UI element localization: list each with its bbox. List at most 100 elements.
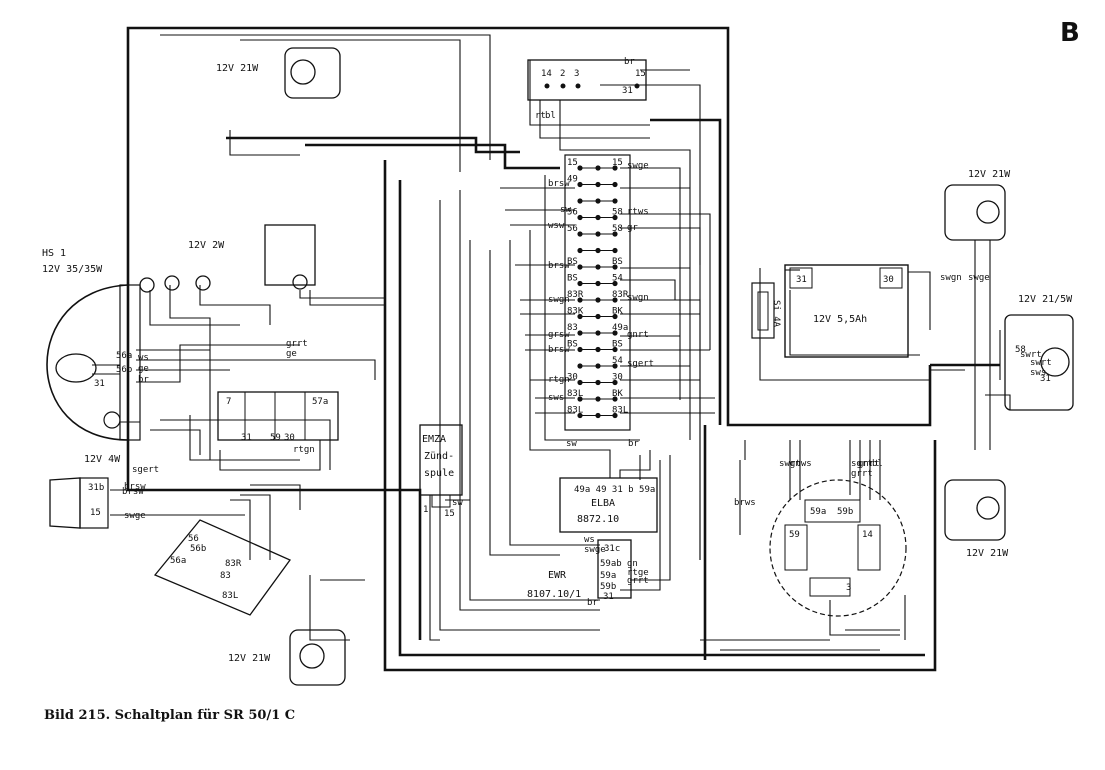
wire-color-label: wsw bbox=[548, 221, 565, 231]
strip-left-label: 49 bbox=[567, 175, 578, 185]
strip-right-label: 83L bbox=[612, 406, 628, 416]
wire-color-label: grsw bbox=[548, 330, 570, 340]
ewr-title: EWR bbox=[548, 570, 567, 581]
wire-color-label: gnrt bbox=[858, 459, 880, 469]
wire-color-label: sws bbox=[1030, 368, 1046, 378]
rear-plug-term-15: 15 bbox=[90, 508, 101, 518]
lamp-bottom-left-rating: 12V 21W bbox=[228, 653, 271, 664]
strip-left-label: 83L bbox=[567, 406, 583, 416]
top-connector-pin-31: 31 bbox=[622, 86, 633, 96]
wire-color-label: ge bbox=[286, 349, 297, 359]
wire-color-label: sw bbox=[566, 439, 577, 449]
ewr-pin-59b: 59b bbox=[600, 582, 616, 592]
taillamp-term-31: 31 bbox=[1040, 374, 1051, 384]
wire-color-label: sw bbox=[560, 205, 571, 215]
strip-left-label: 56 bbox=[567, 208, 578, 218]
strip-right-label: 15 bbox=[612, 158, 623, 168]
lamp-top-left-rating: 12V 21W bbox=[216, 63, 259, 74]
dash-switch-term-57a: 57a bbox=[312, 397, 328, 407]
strip-right-label: 54 bbox=[612, 356, 623, 366]
wire-color-label: rtws bbox=[627, 207, 649, 217]
battery: 31 30 12V 5,5Ah bbox=[784, 264, 909, 358]
wire-color-label: rtge bbox=[627, 568, 649, 578]
strip-right-label: BK bbox=[612, 307, 623, 317]
strip-left-label: 83K bbox=[567, 307, 584, 317]
battery-term-30: 30 bbox=[883, 275, 894, 285]
rear-plug-wire-1: brsw bbox=[124, 482, 146, 492]
wire-color-label: grrt bbox=[286, 339, 308, 349]
wire-color-label: gr bbox=[627, 223, 638, 233]
ewr-pin-31c: 31c bbox=[604, 544, 620, 554]
wire-color-label: grrt bbox=[627, 576, 649, 586]
ewr-pin-31: 31 bbox=[603, 592, 614, 602]
wire-color-label: swge bbox=[627, 161, 649, 171]
emza-line-2: Zünd- bbox=[424, 451, 454, 462]
wire-color-label: swrt bbox=[1020, 350, 1042, 360]
wire-color-label: rtgn bbox=[548, 375, 570, 385]
strip-left-label: 30 bbox=[567, 373, 578, 383]
ewr-part-number: 8107.10/1 bbox=[527, 589, 581, 600]
switch-label-83R: 83R bbox=[225, 559, 242, 569]
stator-term-14: 14 bbox=[862, 530, 873, 540]
emza-line-1: EMZA bbox=[422, 434, 446, 445]
strip-right-label: 58 bbox=[612, 208, 623, 218]
main-harness bbox=[126, 26, 1000, 672]
headlight-wire-ws: ws bbox=[138, 353, 149, 363]
ewr-regulator: EWR 8107.10/1 31c 59ab 59a 59b 31 bbox=[527, 539, 632, 602]
dash-switch-wire: rtgn bbox=[293, 445, 315, 455]
strip-right-label: 30 bbox=[612, 373, 623, 383]
wire-color-label: swgn bbox=[627, 293, 649, 303]
strip-left-label: BS bbox=[567, 257, 578, 267]
lamp-bulbs bbox=[139, 47, 1074, 686]
headlight-term-56a: 56a bbox=[116, 351, 132, 361]
rear-plug-term-31b: 31b bbox=[88, 483, 104, 493]
wire-color-label: br bbox=[628, 439, 639, 449]
parking-lamp-rating: 12V 4W bbox=[84, 454, 121, 465]
fuse-holder: Si 4A bbox=[751, 282, 781, 339]
strip-left-label: 83L bbox=[567, 389, 583, 399]
strip-right-label: BS bbox=[612, 340, 623, 350]
dash-switch-term-59: 59 bbox=[270, 433, 281, 443]
strip-left-label: 56 bbox=[567, 224, 578, 234]
wire-color-label: swgn bbox=[779, 459, 801, 469]
top-connector-pin-3: 3 bbox=[574, 69, 579, 79]
headlight-rating: 12V 35/35W bbox=[42, 264, 103, 275]
elba-pins: 49a 49 31 b 59a bbox=[574, 485, 655, 495]
elba-module: 49a 49 31 b 59a ELBA 8872.10 bbox=[559, 477, 658, 533]
strip-left-label: BS bbox=[567, 274, 578, 284]
page-corner-letter: B bbox=[1060, 18, 1080, 48]
strip-right-label: 58 bbox=[612, 224, 623, 234]
wire-color-label: gnrt bbox=[627, 330, 649, 340]
switch-label-56: 56 bbox=[188, 534, 199, 544]
headlight-wire-br: br bbox=[138, 375, 149, 385]
switch-label-56a: 56a bbox=[170, 556, 186, 566]
lamp-right-mid-rating: 12V 21/5W bbox=[1018, 294, 1073, 305]
wire-color-label: swge bbox=[968, 273, 990, 283]
emza-term-15: 15 bbox=[444, 509, 455, 519]
stator-term-59: 59 bbox=[789, 530, 800, 540]
strip-right-label: BK bbox=[612, 389, 623, 399]
strip-right-label: BS bbox=[612, 257, 623, 267]
wire-color-label: rt bbox=[535, 111, 546, 121]
headlight: HS 1 12V 35/35W 12V 4W 56a 56b 31 ws ge … bbox=[42, 248, 149, 465]
wire-color-label: ws bbox=[584, 535, 595, 545]
wire-color-label: sgert bbox=[627, 359, 654, 369]
dash-switch-block: 7 31 59 30 57a rtgn bbox=[217, 391, 339, 455]
lamp-dash-rating: 12V 2W bbox=[188, 240, 225, 251]
headlight-term-56b: 56b bbox=[116, 365, 132, 375]
wire-color-label: swge bbox=[584, 545, 606, 555]
headlight-name: HS 1 bbox=[42, 248, 66, 259]
rear-plug: 31b 15 brsw swge bbox=[49, 477, 146, 529]
generator-stator: 59 14 59a 59b 3 bbox=[769, 479, 907, 617]
ewr-pin-59a: 59a bbox=[600, 571, 616, 581]
stator-term-59a: 59a bbox=[810, 507, 826, 517]
lamp-top-right-rating: 12V 21W bbox=[968, 169, 1011, 180]
wire-color-label: swgn bbox=[940, 273, 962, 283]
handlebar-switch: 56 56a 56b 83R 83 83L bbox=[153, 519, 291, 616]
wire-color-label: gn bbox=[627, 559, 638, 569]
elba-part-number: 8872.10 bbox=[577, 514, 619, 525]
emza-term-1: 1 bbox=[423, 505, 428, 515]
switch-label-56b: 56b bbox=[190, 544, 206, 554]
